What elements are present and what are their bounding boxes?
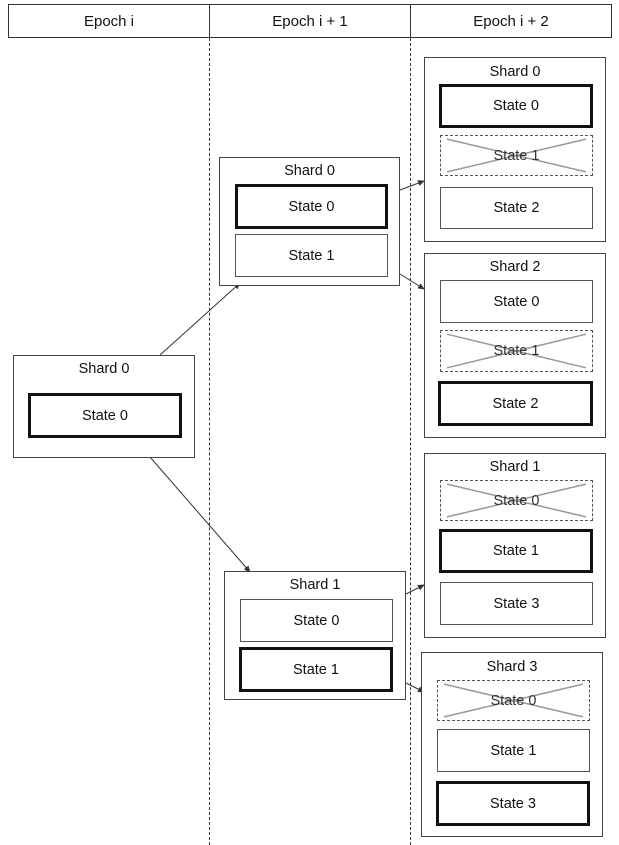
state-box: State 0 xyxy=(439,84,593,128)
shard-title: Shard 1 xyxy=(289,577,341,593)
cross-out-mark xyxy=(441,331,592,371)
state-label: State 0 xyxy=(493,293,540,310)
state-box: State 2 xyxy=(440,187,593,229)
state-label: State 3 xyxy=(490,795,536,812)
column-header-epoch-i-plus-1: Epoch i + 1 xyxy=(209,4,411,38)
state-box: State 2 xyxy=(438,381,593,426)
state-label: State 1 xyxy=(490,742,537,759)
state-label: State 0 xyxy=(288,198,335,215)
state-label: State 3 xyxy=(493,595,540,612)
state-label: State 1 xyxy=(293,661,339,678)
state-label: State 1 xyxy=(288,247,335,264)
state-box: State 1 xyxy=(235,234,388,277)
cross-out-mark xyxy=(438,681,589,720)
state-box: State 0 xyxy=(28,393,182,438)
arrow-e0s0-to-e1s1 xyxy=(149,456,251,573)
state-box: State 1 xyxy=(239,647,393,692)
state-label: State 0 xyxy=(293,612,340,629)
state-label: State 0 xyxy=(493,98,539,114)
state-label: State 1 xyxy=(493,543,539,559)
arrow-e0s0-to-e1s0 xyxy=(159,282,241,356)
state-box-removed: State 0 xyxy=(440,480,593,521)
state-box: State 1 xyxy=(437,729,590,772)
shard-box-epoch-i2-shard-3: Shard 3 State 0 State 1 State 3 xyxy=(421,652,603,837)
shard-title: Shard 2 xyxy=(489,259,541,275)
cross-out-mark xyxy=(441,481,592,520)
arrow-e1s0-to-e2s0 xyxy=(399,180,425,191)
state-label: State 1 xyxy=(493,147,540,164)
column-separator xyxy=(410,38,411,845)
shard-box-epoch-i1-shard-0: Shard 0 State 0 State 1 xyxy=(219,157,400,286)
column-header-epoch-i: Epoch i xyxy=(8,4,210,38)
shard-box-epoch-i2-shard-0: Shard 0 State 0 State 1 State 2 xyxy=(424,57,606,242)
shard-title: Shard 1 xyxy=(489,459,541,475)
shard-box-epoch-i-shard-0: Shard 0 State 0 xyxy=(13,355,195,458)
state-label: State 0 xyxy=(493,492,540,509)
state-label: State 2 xyxy=(492,395,539,412)
column-header-epoch-i-plus-2: Epoch i + 2 xyxy=(410,4,612,38)
shard-title: Shard 3 xyxy=(486,659,538,675)
state-box-removed: State 0 xyxy=(437,680,590,721)
shard-box-epoch-i1-shard-1: Shard 1 State 0 State 1 xyxy=(224,571,406,700)
state-box: State 3 xyxy=(440,582,593,625)
shard-title: Shard 0 xyxy=(284,163,335,179)
arrow-e1s0-to-e2s2 xyxy=(399,273,425,290)
shard-title: Shard 0 xyxy=(78,361,130,377)
state-box: State 0 xyxy=(235,184,388,229)
state-label: State 0 xyxy=(82,407,128,424)
state-box: State 1 xyxy=(439,529,593,573)
shard-box-epoch-i2-shard-1: Shard 1 State 0 State 1 State 3 xyxy=(424,453,606,638)
state-box: State 3 xyxy=(436,781,590,826)
column-separator xyxy=(209,38,210,845)
state-box: State 0 xyxy=(240,599,393,642)
state-label: State 1 xyxy=(493,343,540,359)
state-box-removed: State 1 xyxy=(440,330,593,372)
shard-title: Shard 0 xyxy=(489,64,541,80)
state-label: State 2 xyxy=(493,200,540,216)
arrow-e1s1-to-e2s1 xyxy=(405,584,425,595)
shard-box-epoch-i2-shard-2: Shard 2 State 0 State 1 State 2 xyxy=(424,253,606,438)
cross-out-mark xyxy=(441,136,592,175)
state-label: State 0 xyxy=(490,692,537,709)
state-box: State 0 xyxy=(440,280,593,323)
state-box-removed: State 1 xyxy=(440,135,593,176)
